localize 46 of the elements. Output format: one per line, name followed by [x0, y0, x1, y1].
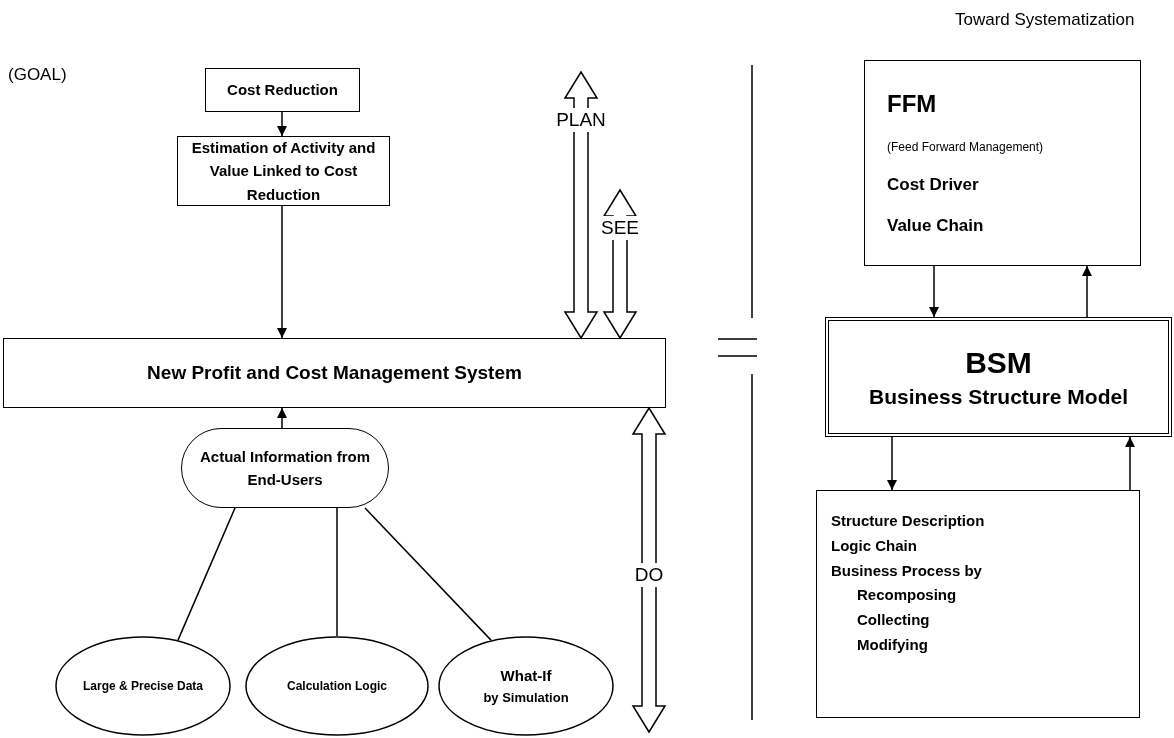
- node-text: Business Process by: [831, 560, 982, 581]
- node-text: Collecting: [857, 610, 930, 630]
- data-ellipse: [55, 636, 231, 736]
- data-ellipse: [245, 636, 429, 736]
- node-text: Business Structure Model: [868, 384, 1129, 411]
- concept-box: [864, 60, 1141, 266]
- edge-label: SEE: [601, 216, 639, 240]
- node-text: Estimation of Activity and Value Linked to Cost Reduction: [190, 138, 377, 205]
- system-box: [3, 338, 666, 408]
- node-text: Modifying: [857, 634, 928, 655]
- node-text: Actual Information from End-Users: [199, 446, 371, 490]
- node-text: Logic Chain: [831, 535, 917, 556]
- connector-line: [336, 507, 338, 637]
- arrow: [1125, 436, 1135, 491]
- arrow: [1082, 265, 1092, 318]
- connector-line: [364, 507, 492, 641]
- arrow: [887, 436, 897, 491]
- node-text: Calculation Logic: [287, 677, 387, 695]
- node-text: Cost Reduction: [227, 80, 338, 101]
- description-box: [816, 490, 1140, 718]
- node-text: New Profit and Cost Management System: [147, 361, 522, 386]
- model-acronym: BSM: [965, 344, 1032, 381]
- connector-line: [177, 507, 236, 641]
- arrow: [277, 111, 287, 137]
- model-box: [825, 317, 1172, 437]
- edge-label: PLAN: [556, 108, 606, 132]
- node-text: (Feed Forward Management): [887, 139, 1044, 157]
- arrow: [929, 265, 939, 318]
- node-text: Large & Precise Data: [82, 677, 204, 695]
- goal-label: (GOAL): [8, 65, 67, 85]
- section-heading: Toward Systematization: [955, 10, 1135, 30]
- edge-label: DO: [634, 563, 664, 587]
- arrow: [277, 205, 287, 339]
- node-text: by Simulation: [483, 688, 569, 707]
- arrow: [277, 407, 287, 429]
- block-arrow: [631, 406, 667, 734]
- node-text: Value Chain: [887, 214, 984, 237]
- node-text: Recomposing: [857, 585, 957, 606]
- concept-acronym: FFM: [887, 89, 937, 120]
- node-text: Cost Driver: [887, 174, 979, 197]
- block-arrow: [563, 70, 599, 340]
- node-text: What-If: [500, 666, 552, 687]
- node-text: Structure Description: [831, 511, 985, 531]
- data-ellipse: [438, 636, 614, 736]
- process-box: [177, 136, 390, 206]
- process-box: [205, 68, 360, 112]
